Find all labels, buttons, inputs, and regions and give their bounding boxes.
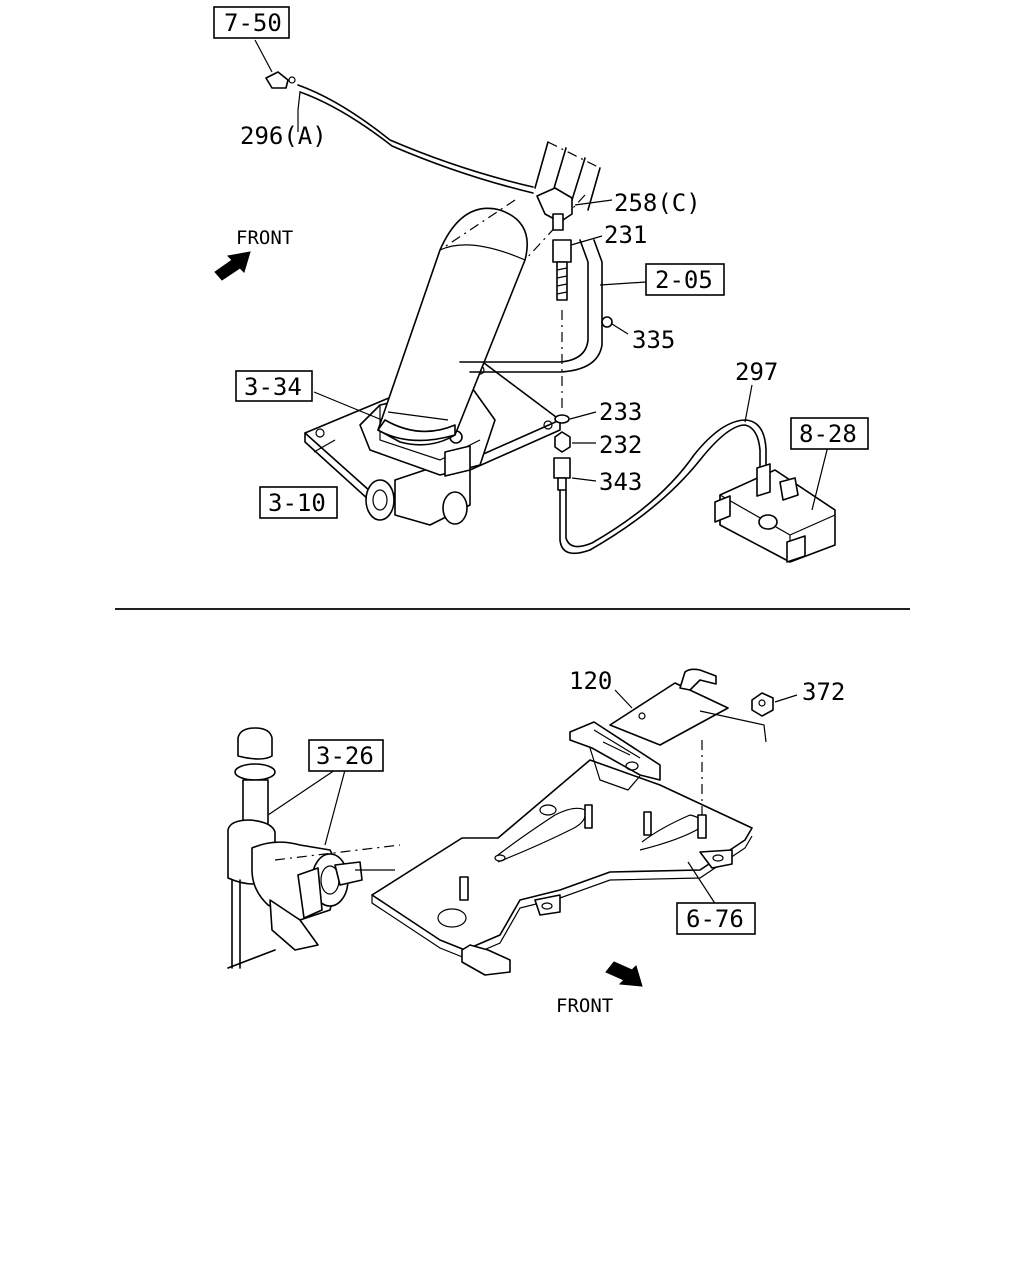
elbow-fitting-258c	[536, 187, 613, 231]
ref-3-26[interactable]: 3-26	[308, 739, 384, 772]
ref-2-05[interactable]: 2-05	[645, 263, 725, 296]
part-120: 120	[569, 667, 612, 695]
part-258c: 258(C)	[614, 189, 701, 217]
bottom-diagram: FRONT 3-26 6-76 120 372	[227, 667, 845, 1017]
washer-233	[554, 411, 597, 424]
ref-3-10[interactable]: 3-10	[259, 486, 338, 519]
connector-231	[552, 235, 603, 301]
hose-296a	[297, 84, 534, 188]
part-296a: 296(A)	[240, 122, 327, 150]
nut-372	[751, 692, 798, 717]
ref-3-26-label: 3-26	[316, 742, 374, 770]
front-label-top: FRONT	[236, 227, 293, 249]
connector-343	[553, 457, 597, 491]
studs	[459, 740, 707, 901]
junction-block-8-28	[714, 445, 836, 563]
part-372: 372	[802, 678, 845, 706]
part-233: 233	[599, 398, 642, 426]
front-arrow-top: FRONT	[214, 227, 293, 281]
ref-2-05-label: 2-05	[655, 266, 713, 294]
bracket-plate	[371, 759, 753, 976]
fitting-7-50	[254, 39, 296, 89]
ref-6-76-label: 6-76	[686, 905, 744, 933]
upper-bracket	[569, 721, 661, 791]
ref-8-28-label: 8-28	[799, 420, 857, 448]
plate-120	[609, 668, 767, 746]
front-label-bottom: FRONT	[556, 995, 613, 1017]
part-231: 231	[604, 221, 647, 249]
part-343: 343	[599, 468, 642, 496]
shift-solenoid	[227, 727, 401, 969]
top-diagram: FRONT 7-50 2-05 3-34 3-10 8-28 296(A) 25…	[213, 6, 869, 563]
ref-8-28[interactable]: 8-28	[790, 417, 869, 450]
ref-3-34[interactable]: 3-34	[235, 370, 313, 402]
ref-7-50[interactable]: 7-50	[213, 6, 290, 39]
lever-boot	[377, 207, 529, 446]
ref-3-34-label: 3-34	[244, 373, 302, 401]
part-297: 297	[735, 358, 778, 386]
ring-335	[601, 316, 629, 335]
ref-3-10-label: 3-10	[268, 489, 326, 517]
hose-297	[559, 424, 761, 555]
ref-6-76[interactable]: 6-76	[676, 902, 756, 935]
part-232: 232	[599, 431, 642, 459]
nut-232	[554, 431, 596, 453]
pipe-2-05	[459, 239, 589, 363]
front-arrow-bottom: FRONT	[556, 961, 643, 1017]
ref-7-50-label: 7-50	[224, 9, 282, 37]
part-335: 335	[632, 326, 675, 354]
